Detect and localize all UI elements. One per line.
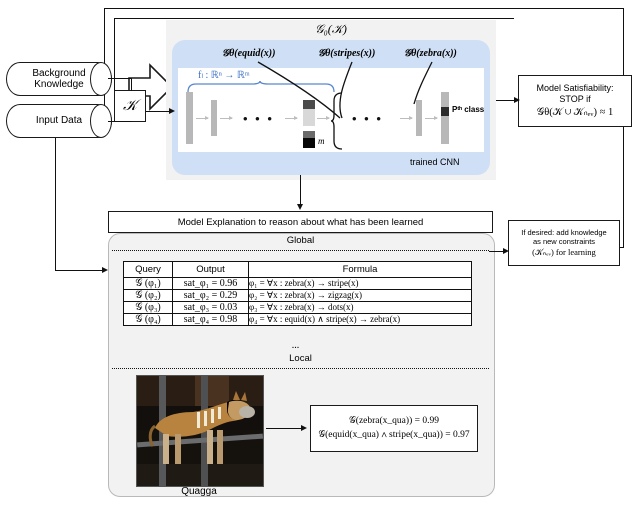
global-table: Query Output Formula 𝒢 (φ₁) sat_φ₁ = 0.9…	[123, 261, 472, 326]
function-label: fₗ : ℝⁿ → ℝᵐ	[198, 70, 250, 81]
feature-block-top	[303, 100, 315, 126]
table-header-row: Query Output Formula	[123, 261, 472, 278]
cnn-layer-2	[211, 100, 217, 136]
feature-block-bottom	[303, 131, 315, 148]
background-knowledge-label-2: Knowledge	[34, 79, 84, 90]
row2-output: sat_φ₂ = 0.29	[172, 289, 249, 302]
row3-query: 𝒢 (φ₃)	[123, 301, 173, 314]
id-to-kbox-line	[108, 121, 132, 123]
inputdata-down-line	[55, 138, 57, 271]
row4-query: 𝒢 (φ₄)	[123, 313, 173, 326]
knowledge-box[interactable]: 𝒦	[114, 90, 146, 122]
global-to-addknowledge-line	[489, 251, 503, 253]
m-label: m	[318, 136, 325, 146]
knowledge-symbol: 𝒦	[123, 98, 137, 114]
bk-to-kbox-line	[108, 78, 132, 80]
feature-brace	[330, 92, 343, 150]
table-row[interactable]: 𝒢 (φ₁) sat_φ₁ = 0.96 φ₁ = ∀x : zebra(x) …	[123, 277, 472, 290]
local-formula-line-2: 𝒢(equid(x_qua) ∧ stripe(x_qua)) = 0.97	[318, 429, 470, 440]
table-trailing-ellipsis: ...	[291, 340, 300, 351]
local-divider	[112, 368, 489, 369]
inputdata-to-global-arrowhead	[102, 267, 108, 273]
cnn-to-explanation-line	[300, 175, 302, 205]
function-brace	[187, 81, 335, 93]
quagga-image	[136, 375, 264, 487]
local-section-label: Local	[289, 353, 312, 364]
cnn-ellipsis-1: • • •	[243, 111, 274, 126]
table-row[interactable]: 𝒢 (φ₄) sat_φ₄ = 0.98 φ₄ = ∀x : equid(x) …	[123, 313, 472, 326]
model-explanation-label: Model Explanation to reason about what h…	[177, 216, 424, 228]
row4-formula: φ₄ = ∀x : equid(x) ∧ stripe(x) → zebra(x…	[248, 313, 472, 326]
add-knowledge-box[interactable]: If desired: add knowledge as new constra…	[508, 220, 620, 266]
quagga-caption: Quagga	[181, 486, 217, 497]
id-to-kbox-rise	[131, 121, 133, 123]
feedback-loop-top-inner	[114, 18, 514, 20]
add-knowledge-line-3: (𝒦ₙₑᵥ) for learning	[532, 247, 596, 258]
predicate-label-stripes: 𝒢θ(stripes(x))	[318, 48, 376, 59]
local-formula-line-1: 𝒢(zebra(x_qua)) = 0.99	[349, 415, 439, 426]
row2-formula: φ₂ = ∀x : zebra(x) → zigzag(x)	[248, 289, 472, 302]
background-knowledge-label-1: Background	[32, 67, 86, 79]
satisfiability-line-3: 𝒢θ(𝒦 ∪ 𝒦ₙₑᵥ) ≈ 1	[536, 106, 614, 118]
row1-output: sat_φ₁ = 0.96	[172, 277, 249, 290]
model-satisfiability-box[interactable]: Model Satisfiability: STOP if 𝒢θ(𝒦 ∪ 𝒦ₙₑ…	[518, 75, 632, 127]
predicate-label-equid: 𝒢θ(equid(x))	[222, 48, 276, 59]
cnn-arrow-3	[285, 116, 298, 120]
cnn-layer-1	[186, 92, 193, 144]
cnn-to-explanation-arrowhead	[297, 204, 303, 210]
trained-cnn-caption: trained CNN	[410, 157, 460, 167]
row2-query: 𝒢 (φ₂)	[123, 289, 173, 302]
global-to-addknowledge-arrowhead	[503, 248, 509, 254]
pth-class-cell	[441, 107, 449, 116]
global-divider	[112, 250, 489, 251]
cnn-arrow-1	[196, 116, 209, 120]
satisfiability-line-1: Model Satisfiability:	[536, 83, 614, 94]
model-explanation-header: Model Explanation to reason about what h…	[108, 211, 493, 233]
feedback-loop-left-inner	[114, 18, 116, 93]
cnn-arrow-4	[317, 116, 330, 120]
input-data-label: Input Data	[35, 115, 83, 127]
add-knowledge-line-1: If desired: add knowledge	[521, 227, 607, 237]
model-panel-title: 𝒢₀(𝒦)	[315, 22, 347, 36]
image-to-local-formula-line	[266, 428, 302, 430]
cnn-arrow-5	[400, 116, 413, 120]
feedback-loop-top-outer	[104, 8, 624, 10]
cnn-layer-3	[416, 100, 422, 136]
feedback-loop-left-outer	[104, 8, 106, 111]
row1-query: 𝒢 (φ₁)	[123, 277, 173, 290]
predicate-label-zebra: 𝒢θ(zebra(x))	[404, 48, 457, 59]
cnn-to-satisfiability-arrowhead	[514, 97, 520, 103]
predicate-connectors	[257, 61, 433, 119]
inputdata-to-global-line	[55, 270, 103, 272]
global-section-label: Global	[286, 235, 315, 246]
local-formula-box: 𝒢(zebra(x_qua)) = 0.99 𝒢(equid(x_qua) ∧ …	[310, 405, 478, 452]
cnn-output-layer	[441, 92, 449, 144]
table-row[interactable]: 𝒢 (φ₂) sat_φ₂ = 0.29 φ₂ = ∀x : zebra(x) …	[123, 289, 472, 302]
col-output: Output	[172, 261, 249, 278]
cnn-arrow-6	[425, 116, 438, 120]
satisfiability-line-2: STOP if	[559, 94, 591, 105]
cnn-arrow-2	[220, 116, 233, 120]
row1-formula: φ₁ = ∀x : zebra(x) → stripe(x)	[248, 277, 472, 290]
kbox-to-cnn-line	[146, 111, 170, 113]
feedback-loop-right-outer	[622, 8, 624, 248]
global-table-wrapper: Query Output Formula 𝒢 (φ₁) sat_φ₁ = 0.9…	[123, 261, 472, 326]
cnn-to-satisfiability-line	[496, 100, 515, 102]
row3-formula: φ₃ = ∀x : zebra(x) → dots(x)	[248, 301, 472, 314]
pth-class-label: Pᵗʰ class	[452, 105, 485, 114]
kbox-to-cnn-arrowhead	[169, 108, 175, 114]
row4-output: sat_φ₄ = 0.98	[172, 313, 249, 326]
image-to-local-formula-arrowhead	[301, 425, 307, 431]
table-row[interactable]: 𝒢 (φ₃) sat_φ₃ = 0.03 φ₃ = ∀x : zebra(x) …	[123, 301, 472, 314]
add-knowledge-line-2: as new constraints	[532, 237, 596, 247]
col-formula: Formula	[248, 261, 472, 278]
bk-to-kbox-drop	[131, 78, 133, 91]
col-query: Query	[123, 261, 173, 278]
cnn-ellipsis-2: • • •	[352, 111, 383, 126]
row3-output: sat_φ₃ = 0.03	[172, 301, 249, 314]
